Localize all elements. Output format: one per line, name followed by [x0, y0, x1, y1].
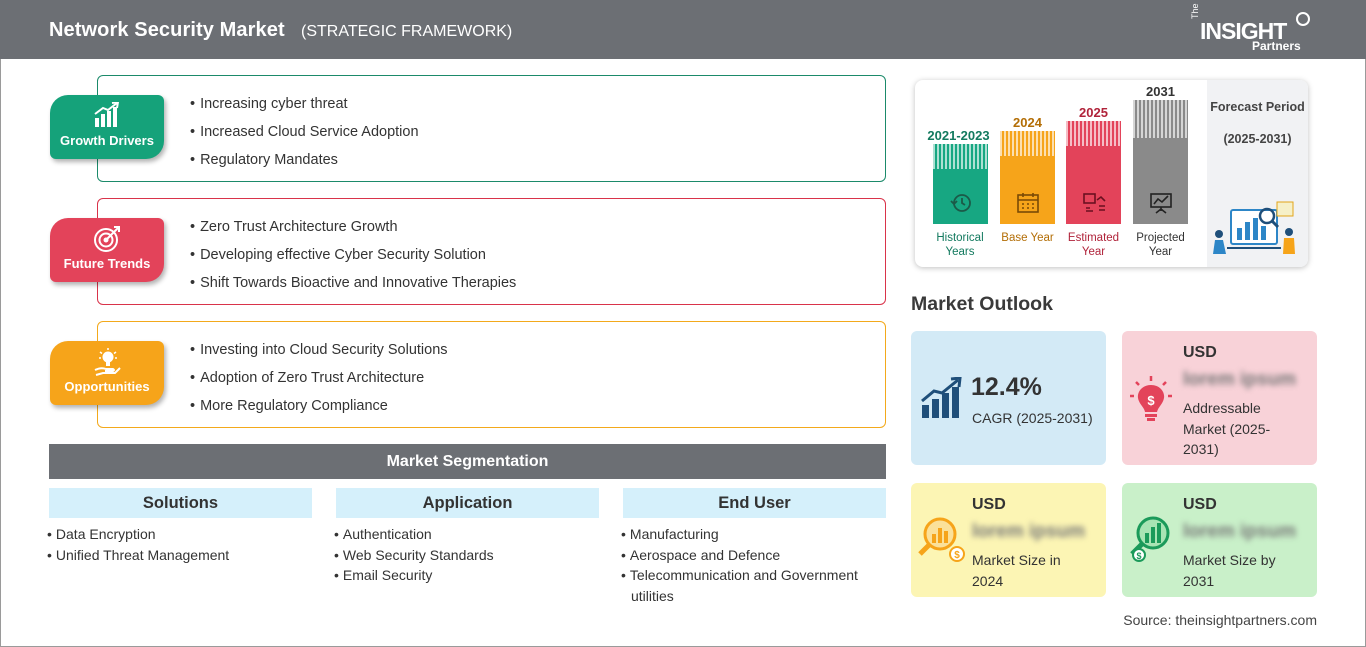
timeline-caption-projected: Projected Year [1136, 232, 1185, 258]
market-size-2024-value: lorem ipsum [972, 521, 1085, 542]
segment-heading-solutions: Solutions [49, 488, 312, 518]
currency-label: USD [1183, 496, 1217, 513]
growth-drivers-badge: Growth Drivers [50, 95, 164, 159]
timeline-caption-estimated: Estimated Year [1067, 232, 1120, 258]
timeline-caption-base: Base Year [1001, 232, 1054, 244]
svg-text:$: $ [954, 550, 960, 561]
list-item: Increased Cloud Service Adoption [190, 123, 418, 151]
timeline-bar-estimated [1066, 121, 1121, 224]
opportunities-box: Investing into Cloud Security Solutions … [97, 321, 886, 428]
market-size-2031-label: Market Size by 2031 [1183, 552, 1276, 589]
list-item: Shift Towards Bioactive and Innovative T… [190, 274, 516, 302]
timeline-caption-historical: Historical Years [936, 232, 984, 258]
market-outlook-title: Market Outlook [911, 293, 1053, 315]
estimate-chart-icon [1083, 193, 1106, 212]
future-trends-list: Zero Trust Architecture Growth Developin… [190, 218, 516, 302]
growth-bars-icon [921, 377, 962, 418]
segment-heading-application: Application [336, 488, 599, 518]
list-item: Web Security Standards [334, 545, 597, 566]
list-item: More Regulatory Compliance [190, 397, 448, 425]
segment-list-end-user: Manufacturing Aerospace and Defence Tele… [621, 524, 876, 606]
timeline-bar-base [1000, 131, 1055, 224]
history-clock-icon [950, 194, 971, 212]
timeline-year-estimated: 2025 [1079, 105, 1108, 120]
segment-heading-end-user: End User [623, 488, 886, 518]
lightbulb-hand-icon [94, 348, 121, 376]
list-item: Investing into Cloud Security Solutions [190, 341, 447, 369]
source-note: Source: theinsightpartners.com [1123, 612, 1317, 628]
calendar-icon [1017, 193, 1039, 213]
list-item: Manufacturing [621, 524, 876, 545]
list-item: Zero Trust Architecture Growth [190, 218, 516, 246]
forecast-period-range: (2025-2031) [1223, 132, 1292, 146]
opportunities-badge: Opportunities [50, 341, 164, 405]
segment-list-solutions: Data Encryption Unified Threat Managemen… [47, 524, 310, 565]
timeline-bar-historical [933, 144, 988, 224]
addressable-market-card: USD lorem ipsum $ Addressable Market (20… [1122, 331, 1317, 465]
currency-label: USD [1183, 344, 1217, 361]
forecast-period-label: Forecast Period [1210, 100, 1305, 114]
future-trends-badge: Future Trends [50, 218, 164, 282]
analytics-people-icon [1213, 201, 1295, 254]
list-item: Adoption of Zero Trust Architecture [190, 369, 448, 397]
insight-partners-logo[interactable]: The INSIGHT Partners [1190, 3, 1310, 53]
cagr-value: 12.4% [971, 373, 1042, 401]
list-item: Authentication [334, 524, 597, 545]
currency-label: USD [972, 496, 1006, 513]
segment-list-application: Authentication Web Security Standards Em… [334, 524, 597, 586]
market-size-2031-value: lorem ipsum [1183, 521, 1296, 542]
addressable-market-label: Addressable Market (2025-2031) [1183, 400, 1271, 457]
market-size-2031-card: USD lorem ipsum $ Market Size by 2031 [1122, 483, 1317, 597]
dollar-bulb-icon: $ [1130, 376, 1172, 421]
timeline-year-historical: 2021-2023 [927, 128, 990, 143]
list-item: Data Encryption [47, 524, 310, 545]
magnifier-chart-icon: $ [918, 517, 965, 562]
market-size-2024-card: USD lorem ipsum $ Market Size in 2024 [911, 483, 1106, 597]
growth-drivers-box: Increasing cyber threat Increased Cloud … [97, 75, 886, 182]
cagr-card: 12.4% CAGR (2025-2031) [911, 331, 1106, 465]
list-item: Aerospace and Defence [621, 545, 876, 566]
presentation-board-icon [1150, 193, 1172, 214]
timeline-bar-projected [1133, 100, 1188, 224]
list-item: Telecommunication and Government utiliti… [621, 565, 876, 606]
growth-chart-icon [94, 102, 120, 127]
segmentation-title: Market Segmentation [49, 444, 886, 479]
future-trends-box: Zero Trust Architecture Growth Developin… [97, 198, 886, 305]
page-title: Network Security Market [49, 19, 285, 41]
list-item: Increasing cyber threat [190, 95, 419, 123]
cagr-label: CAGR (2025-2031) [972, 410, 1093, 426]
timeline-year-projected: 2031 [1146, 84, 1175, 99]
list-item: Email Security [334, 565, 597, 586]
list-item: Regulatory Mandates [190, 151, 419, 179]
list-item: Unified Threat Management [47, 545, 310, 566]
opportunities-list: Investing into Cloud Security Solutions … [190, 341, 448, 425]
magnifier-growth-icon: $ [1130, 516, 1170, 562]
addressable-market-value: lorem ipsum [1183, 369, 1296, 390]
timeline-year-base: 2024 [1013, 115, 1042, 130]
growth-drivers-list: Increasing cyber threat Increased Cloud … [190, 95, 419, 179]
svg-text:$: $ [1136, 551, 1141, 561]
list-item: Developing effective Cyber Security Solu… [190, 246, 516, 274]
page-subtitle: (STRATEGIC FRAMEWORK) [301, 23, 513, 40]
svg-text:$: $ [1147, 393, 1155, 408]
market-size-2024-label: Market Size in 2024 [972, 552, 1061, 589]
header-bar: Network Security Market (STRATEGIC FRAME… [0, 0, 1366, 59]
target-icon [94, 226, 120, 252]
